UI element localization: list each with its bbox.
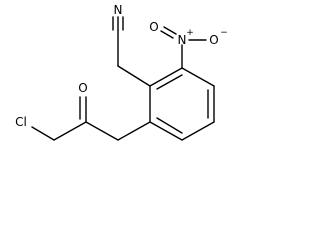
nitro-group: N + O O −: [149, 20, 228, 69]
ring-bond-4: [181, 121, 215, 141]
benzene-ring: [149, 67, 215, 141]
ring-double-bond-3: [156, 117, 183, 134]
chemical-structure: N N + O O − O Cl: [15, 3, 228, 141]
ch2-bond: [117, 65, 151, 87]
n-o-double-bond-2: [160, 30, 174, 39]
nitrile-n-label: N: [114, 3, 123, 17]
co-ch2-bond: [53, 121, 87, 141]
ketone-o-label: O: [78, 81, 87, 95]
nitro-o-double-label: O: [149, 20, 158, 34]
ch2-co-bond: [85, 121, 119, 141]
ring-double-bond-1: [156, 74, 183, 90]
chloro-oxopropyl-chain: O Cl: [15, 81, 151, 141]
cyanomethyl-group: N: [112, 3, 151, 87]
nitro-n-label: N: [178, 33, 187, 47]
n-o-double-bond-1: [163, 26, 177, 35]
ring-bond-1: [149, 67, 183, 87]
nitro-o-charge: −: [220, 28, 228, 38]
ring-bond-2: [181, 67, 215, 87]
ch2-cl-bond: [31, 126, 55, 141]
nitro-n-charge: +: [186, 28, 194, 38]
ring-ch2-bond: [117, 121, 151, 141]
chlorine-label: Cl: [15, 115, 27, 129]
nitro-o-label: O: [209, 33, 218, 47]
ring-bond-5: [149, 121, 183, 141]
